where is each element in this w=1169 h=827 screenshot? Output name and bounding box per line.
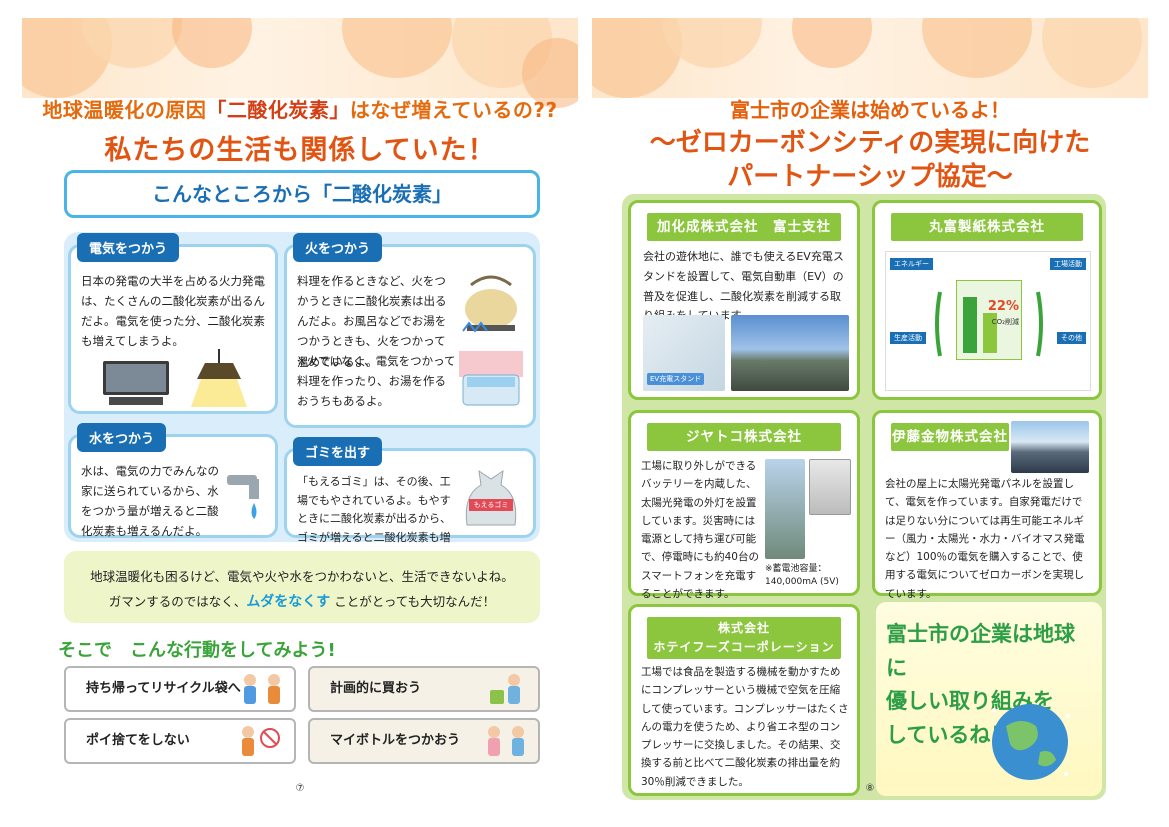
message-part: ことがとっても大切なんだ！ <box>334 593 496 609</box>
page-title-intro: 富士市の企業は始めているよ！ <box>730 98 1010 122</box>
card-text: 水は、電気の力でみんなの家に送られているから、水をつかう量が増えると二酸化炭素も… <box>81 464 219 539</box>
decoration-blob <box>522 38 578 108</box>
card-text: 日本の発電の大半を占める火力発電は、たくさんの二酸化炭素が出るんだよ。電気を使っ… <box>81 274 265 349</box>
company-text: 会社の屋上に太陽光発電パネルを設置して、電気を作っています。自家発電だけでは足り… <box>885 478 1085 600</box>
action-label: 計画的に買おう <box>330 681 422 696</box>
closing-text: 富士市の企業は地球に 優しい取り組みを しているね！ <box>886 618 1094 752</box>
company-card-5: 株式会社 ホテイフーズコーポレーション 工場では食品を製造する機械を動かすために… <box>628 604 860 796</box>
closing-message: 富士市の企業は地球に 優しい取り組みを しているね！ <box>876 602 1102 796</box>
card-note: ※火ではなく、電気をつかって料理を作ったり、お湯を作るおうちもあるよ。 <box>297 354 456 409</box>
company-text: 工場では食品を製造する機械を動かすためにコンプレッサーという機械で空気を圧縮して… <box>641 666 849 788</box>
page-right: 富士市の企業は始めているよ！ ～ゼロカーボンシティの実現に向けた パートナーシッ… <box>592 18 1148 810</box>
diagram-label: その他 <box>1057 332 1086 344</box>
company-text: 工場に取り外しができるバッテリーを内蔵した、太陽光発電の外灯を設置しています。災… <box>641 460 759 600</box>
ev-station-photo <box>731 315 849 391</box>
diagram-caption: CO₂削減 <box>991 318 1019 326</box>
company-card-4: 伊藤金物株式会社 会社の屋上に太陽光発電パネルを設置して、電気を作っています。自… <box>872 410 1102 600</box>
company-name: 丸富製紙株式会社 <box>891 213 1083 241</box>
card-fire: 火をつかう 料理を作るときなど、火をつかうときに二酸化炭素は出るんだよ。お風呂な… <box>284 233 536 428</box>
closing-line: しているね！ <box>886 722 1012 747</box>
company-card-2: 丸富製紙株式会社 エネルギー 工場活動 生産活動 その他 22% CO₂削減 <box>872 200 1102 400</box>
company-name: 伊藤金物株式会社 <box>891 423 1009 451</box>
co2-diagram: エネルギー 工場活動 生産活動 その他 22% CO₂削減 <box>885 251 1091 391</box>
recycle-people-icon <box>244 674 280 704</box>
tv-icon <box>103 361 169 405</box>
lamp-icon <box>191 349 247 407</box>
battery-photo <box>809 459 851 515</box>
message-line-2: ガマンするのではなく、ムダをなくす ことがとっても大切なんだ！ <box>64 589 540 616</box>
page-title-main: 私たちの生活も関係していた！ <box>104 135 496 166</box>
closing-line: 富士市の企業は地球に <box>886 622 1075 680</box>
photo-caption: EV充電スタンド <box>647 373 705 385</box>
no-littering-icon <box>242 726 280 756</box>
action-label: ポイ捨てをしない <box>86 733 190 748</box>
garbage-bag-icon: もえるゴミ <box>461 465 521 531</box>
company-name-line: ホテイフーズコーポレーション <box>653 640 835 654</box>
card-electricity: 電気をつかう 日本の発電の大半を占める火力発電は、たくさんの二酸化炭素が出るんだ… <box>68 233 278 414</box>
map-photo: EV充電スタンド <box>643 315 725 391</box>
diagram-bar <box>983 313 997 353</box>
diagram-label: 生産活動 <box>890 332 926 344</box>
earth-icon <box>992 704 1070 780</box>
action-my-bottle: マイボトルをつかおう <box>308 718 540 764</box>
bathtub-icon <box>459 351 523 406</box>
battery-note-value: 140,000mA (5V) <box>765 576 839 587</box>
card-garbage: ゴミを出す 「もえるゴミ」は、その後、工場でもやされているよ。もやすときに二酸化… <box>284 437 536 563</box>
diagram-center: 22% CO₂削減 <box>956 280 1022 360</box>
action-recycle: 持ち帰ってリサイクル袋へ <box>64 666 296 712</box>
title-line: パートナーシップ協定～ <box>727 162 1013 193</box>
message-box: 地球温暖化も困るけど、電気や火や水をつかわないと、生活できないよね。 ガマンする… <box>64 551 540 623</box>
action-plan-shopping: 計画的に買おう <box>308 666 540 712</box>
page-title-main: ～ゼロカーボンシティの実現に向けた パートナーシップ協定～ <box>592 126 1148 195</box>
card-water: 水をつかう 水は、電気の力でみんなの家に送られているから、水をつかう量が増えると… <box>68 423 278 538</box>
company-name: ジヤトコ株式会社 <box>647 423 841 451</box>
action-no-littering: ポイ捨てをしない <box>64 718 296 764</box>
title-part: はなぜ増えているの?? <box>349 98 558 122</box>
message-line-1: 地球温暖化も困るけど、電気や火や水をつかわないと、生活できないよね。 <box>90 569 514 584</box>
title-part: 地球温暖化の原因 <box>42 98 207 122</box>
card-tab: 水をつかう <box>77 423 167 452</box>
page-number: ⑧ <box>865 783 875 794</box>
page-title-question: 地球温暖化の原因「二酸化炭素」はなぜ増えているの?? <box>22 94 578 123</box>
solar-light-photo <box>765 459 805 559</box>
faucet-icon <box>227 475 259 519</box>
actions-title: そこで こんな行動をしてみよう! <box>58 640 336 661</box>
diagram-label: 工場活動 <box>1050 258 1086 270</box>
diagram-percent: 22% <box>987 299 1019 314</box>
solar-panel-photo <box>1011 421 1089 473</box>
company-name-line: 株式会社 <box>717 621 770 635</box>
action-label: マイボトルをつかおう <box>330 733 461 748</box>
message-part: ガマンするのではなく、 <box>108 593 247 609</box>
company-name: 加化成株式会社 富士支社 <box>647 213 841 241</box>
company-card-1: 加化成株式会社 富士支社 会社の遊休地に、誰でも使えるEV充電スタンドを設置して… <box>628 200 860 400</box>
title-line: ～ゼロカーボンシティの実現に向けた <box>649 128 1091 158</box>
diagram-label: エネルギー <box>890 258 933 270</box>
title-keyword: 「二酸化炭素」 <box>206 98 350 122</box>
card-text: 料理を作るときなど、火をつかうときに二酸化炭素は出るんだよ。お風呂などでお湯をつ… <box>297 274 447 369</box>
battery-note-label: ※蓄電池容量： <box>765 564 827 574</box>
card-tab: ゴミを出す <box>293 437 383 466</box>
battery-note: ※蓄電池容量： 140,000mA (5V) <box>765 563 839 588</box>
arrows-icon <box>935 291 1043 357</box>
garbage-bag-label: もえるゴミ <box>469 499 513 511</box>
page-number: ⑦ <box>295 783 305 794</box>
company-name: 株式会社 ホテイフーズコーポレーション <box>647 617 841 659</box>
shopping-people-icon <box>490 674 520 704</box>
message-emphasis: ムダをなくす <box>246 593 331 610</box>
card-tab: 電気をつかう <box>77 233 180 262</box>
card-tab: 火をつかう <box>293 233 383 262</box>
kettle-icon <box>462 275 517 333</box>
action-label: 持ち帰ってリサイクル袋へ <box>86 681 241 696</box>
diagram-bar <box>963 297 977 353</box>
section-banner: こんなところから「二酸化炭素」 <box>64 170 540 218</box>
bottle-people-icon <box>488 726 524 756</box>
page-left: 地球温暖化の原因「二酸化炭素」はなぜ増えているの?? 私たちの生活も関係していた… <box>22 18 578 810</box>
company-card-3: ジヤトコ株式会社 工場に取り外しができるバッテリーを内蔵した、太陽光発電の外灯を… <box>628 410 860 600</box>
